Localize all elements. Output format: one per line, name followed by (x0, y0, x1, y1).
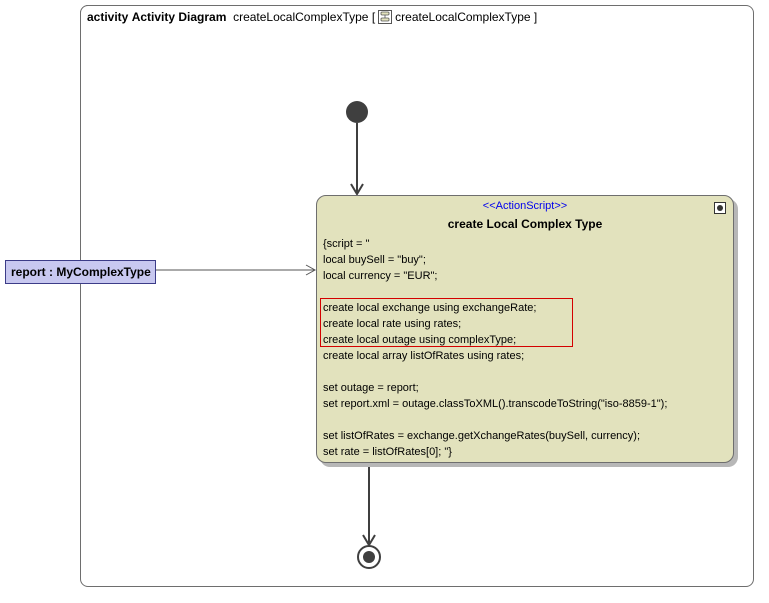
initial-node[interactable] (346, 101, 368, 123)
settings-icon[interactable] (714, 202, 726, 214)
activity-icon (378, 9, 393, 24)
script-line: set rate = listOfRates[0]; "} (323, 446, 452, 458)
frame-diagram-type: Activity Diagram (131, 9, 227, 24)
script-line (323, 364, 667, 380)
final-node[interactable] (357, 545, 381, 569)
script-line: create local rate using rates; (323, 318, 462, 330)
action-stereotype: <<ActionScript>> (482, 200, 568, 212)
frame-ref-open: [ (371, 9, 376, 24)
frame-header: activity Activity Diagram createLocalCom… (80, 5, 548, 27)
script-line: set outage = report; (323, 382, 419, 394)
frame-ref-close: ] (533, 9, 538, 24)
script-line: create local exchange using exchangeRate… (323, 302, 537, 314)
action-title: create Local Complex Type (447, 217, 603, 231)
highlight-box (320, 298, 573, 347)
script-line: {script = " (323, 238, 370, 250)
action-node[interactable]: <<ActionScript>> create Local Complex Ty… (316, 195, 734, 463)
script-line (323, 412, 667, 428)
script-line: create local array listOfRates using rat… (323, 350, 525, 362)
object-node[interactable]: report : MyComplexType (5, 260, 156, 284)
frame-name: createLocalComplexType (233, 9, 369, 24)
script-line: set report.xml = outage.classToXML().tra… (323, 398, 668, 410)
frame-ref-name: createLocalComplexType (395, 9, 531, 24)
script-line: set listOfRates = exchange.getXchangeRat… (323, 430, 641, 442)
script-line: local currency = "EUR"; (323, 270, 438, 282)
final-node-core (363, 551, 375, 563)
object-node-label: report : MyComplexType (11, 265, 151, 279)
frame-kind: activity (87, 9, 129, 24)
script-line: create local outage using complexType; (323, 334, 517, 346)
script-line: local buySell = "buy"; (323, 254, 426, 266)
action-script: {script = " local buySell = "buy"; local… (323, 236, 667, 460)
